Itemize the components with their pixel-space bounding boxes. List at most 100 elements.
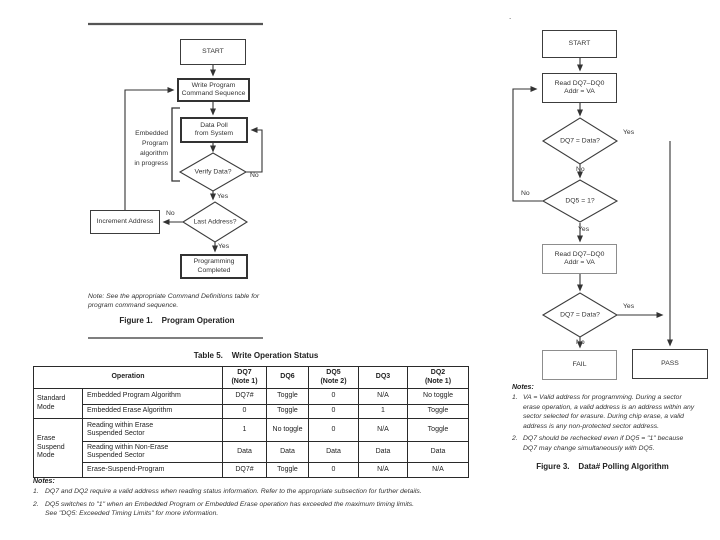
- fig3-dq7-check1-label: DQ7 = Data?: [560, 137, 600, 145]
- fig3-note-1: 1. VA = Valid address for programming. D…: [512, 393, 717, 431]
- mode-erase-suspend: Erase Suspend Mode: [33, 418, 83, 478]
- fig3-no2-label: No: [521, 190, 530, 197]
- fig3-fail-box: FAIL: [542, 350, 617, 380]
- fig3-no1-label: No: [576, 166, 585, 173]
- fig1-write-program-box: Write Program Command Sequence: [177, 78, 250, 102]
- fig3-notes: Notes: 1. VA = Valid address for program…: [512, 384, 717, 456]
- note-text: VA = Valid address for programming. Duri…: [523, 394, 695, 430]
- fig3-no3-label: No: [576, 339, 585, 346]
- op-cell: Embedded Program Algorithm: [82, 388, 223, 405]
- dq3-cell: 1: [358, 404, 408, 419]
- fig1-start-box: START: [180, 39, 246, 65]
- dq2-cell: Data: [407, 441, 469, 463]
- dq7-data-diamond-2: [541, 292, 619, 338]
- fig1-note: Note: See the appropriate Command Defini…: [88, 293, 260, 309]
- fig1-yes-last-label: Yes: [218, 243, 230, 250]
- note-number: 2.: [33, 500, 39, 508]
- table-row: Reading within Non-Erase Suspended Secto…: [34, 441, 469, 463]
- note-text: DQ7 and DQ2 require a valid address when…: [45, 488, 422, 495]
- dq7-cell: DQ7#: [222, 388, 267, 405]
- dq6-cell: No toggle: [266, 418, 309, 442]
- col-header-dq6: DQ6: [266, 366, 309, 389]
- op-cell: Erase-Suspend-Program: [82, 462, 223, 478]
- dq6-cell: Toggle: [266, 388, 309, 405]
- op-cell: Reading within Non-Erase Suspended Secto…: [82, 441, 223, 463]
- dq6-cell: Data: [266, 441, 309, 463]
- dq3-cell: Data: [358, 441, 408, 463]
- dq2-cell: Toggle: [407, 418, 469, 442]
- dq7-cell: 0: [222, 404, 267, 419]
- table5-title: Table 5. Write Operation Status: [193, 351, 319, 360]
- dq5-cell: 0: [308, 462, 359, 478]
- table-row: Standard Mode Embedded Program Algorithm…: [33, 388, 469, 419]
- dq3-cell: N/A: [358, 462, 408, 478]
- fig3-start-box: START: [542, 30, 617, 58]
- stray-mark: .: [509, 12, 512, 21]
- dq5-cell: 0: [308, 418, 359, 442]
- fig1-programming-completed-box: Programming Completed: [180, 254, 248, 279]
- note-number: 2.: [512, 435, 518, 442]
- fig1-verify-no-loop: [246, 127, 263, 173]
- fig1-data-poll-box: Data Poll from System: [180, 117, 248, 143]
- fig1-last-address-label: Last Address?: [193, 218, 237, 226]
- dq7-data-diamond-1: [541, 117, 619, 165]
- op-cell: Embedded Erase Algorithm: [82, 404, 223, 419]
- col-header-dq5: DQ5 (Note 2): [308, 366, 359, 389]
- write-operation-status-table: Operation DQ7 (Note 1) DQ6 DQ5 (Note 2) …: [33, 366, 469, 478]
- dq3-cell: N/A: [358, 418, 408, 442]
- table-note-2: 2. DQ5 switches to "1" when an Embedded …: [33, 500, 493, 519]
- op-cell: Reading within Erase Suspended Sector: [82, 418, 223, 442]
- fig3-yes1-label: Yes: [623, 129, 635, 136]
- table-header-row: Operation DQ7 (Note 1) DQ6 DQ5 (Note 2) …: [33, 366, 469, 389]
- fig1-embedded-algorithm-label: Embedded Program algorithm in progress: [134, 130, 168, 167]
- table-row: Erase Suspend Mode Reading within Erase …: [33, 418, 469, 478]
- fig1-caption: Figure 1. Program Operation: [119, 316, 235, 325]
- fig1-no-last-label: No: [166, 210, 175, 217]
- fig1-increment-address-box: Increment Address: [90, 210, 160, 234]
- table-row: Erase-Suspend-Program DQ7# Toggle 0 N/A …: [34, 462, 469, 478]
- dq3-cell: N/A: [358, 388, 408, 405]
- last-address-diamond: [181, 201, 249, 243]
- fig3-dq7-check2-label: DQ7 = Data?: [560, 311, 600, 319]
- note-number: 1.: [33, 488, 39, 495]
- dq5-cell: 0: [308, 388, 359, 405]
- dq2-cell: Toggle: [407, 404, 469, 419]
- table-row: Embedded Erase Algorithm 0 Toggle 0 1 To…: [34, 404, 469, 419]
- dq7-cell: 1: [222, 418, 267, 442]
- col-header-dq3: DQ3: [358, 366, 408, 389]
- table-notes-title: Notes:: [33, 478, 55, 485]
- dq7-cell: DQ7#: [222, 462, 267, 478]
- fig1-yes-verify-label: Yes: [217, 193, 229, 200]
- dq2-cell: N/A: [407, 462, 469, 478]
- fig3-caption: Figure 3. Data# Polling Algorithm: [536, 462, 669, 471]
- fig1-increment-loop: [124, 87, 175, 210]
- dq5-cell: Data: [308, 441, 359, 463]
- col-header-operation: Operation: [33, 366, 223, 389]
- fig1-verify-data-label: Verify Data?: [194, 168, 232, 176]
- dq7-cell: Data: [222, 441, 267, 463]
- fig3-read-dq7-box-1: Read DQ7–DQ0 Addr = VA: [542, 73, 617, 103]
- table-note-1: 1. DQ7 and DQ2 require a valid address w…: [33, 487, 493, 497]
- fig3-yes3-label: Yes: [623, 303, 635, 310]
- col-header-dq2: DQ2 (Note 1): [407, 366, 469, 389]
- note-text: DQ5 switches to "1" when an Embedded Pro…: [45, 500, 415, 518]
- fig3-yes2-label: Yes: [578, 226, 590, 233]
- table-notes: Notes: 1. DQ7 and DQ2 require a valid ad…: [33, 478, 493, 522]
- fig3-dq5-no-loop: [512, 86, 543, 202]
- dq6-cell: Toggle: [266, 404, 309, 419]
- fig3-read-dq7-box-2: Read DQ7–DQ0 Addr = VA: [542, 244, 617, 274]
- fig1-bracket: [171, 107, 180, 182]
- fig3-dq5-check-label: DQ5 = 1?: [565, 197, 595, 205]
- fig3-note-2: 2. DQ7 should be rechecked even if DQ5 =…: [512, 434, 717, 453]
- dq6-cell: Toggle: [266, 462, 309, 478]
- mode-standard: Standard Mode: [33, 388, 83, 419]
- dq5-cell: 0: [308, 404, 359, 419]
- dq2-cell: No toggle: [407, 388, 469, 405]
- verify-data-diamond: [178, 152, 248, 192]
- note-number: 1.: [512, 394, 518, 401]
- fig1-no-verify-label: No: [250, 172, 259, 179]
- fig3-notes-title: Notes:: [512, 384, 534, 391]
- col-header-dq7: DQ7 (Note 1): [222, 366, 267, 389]
